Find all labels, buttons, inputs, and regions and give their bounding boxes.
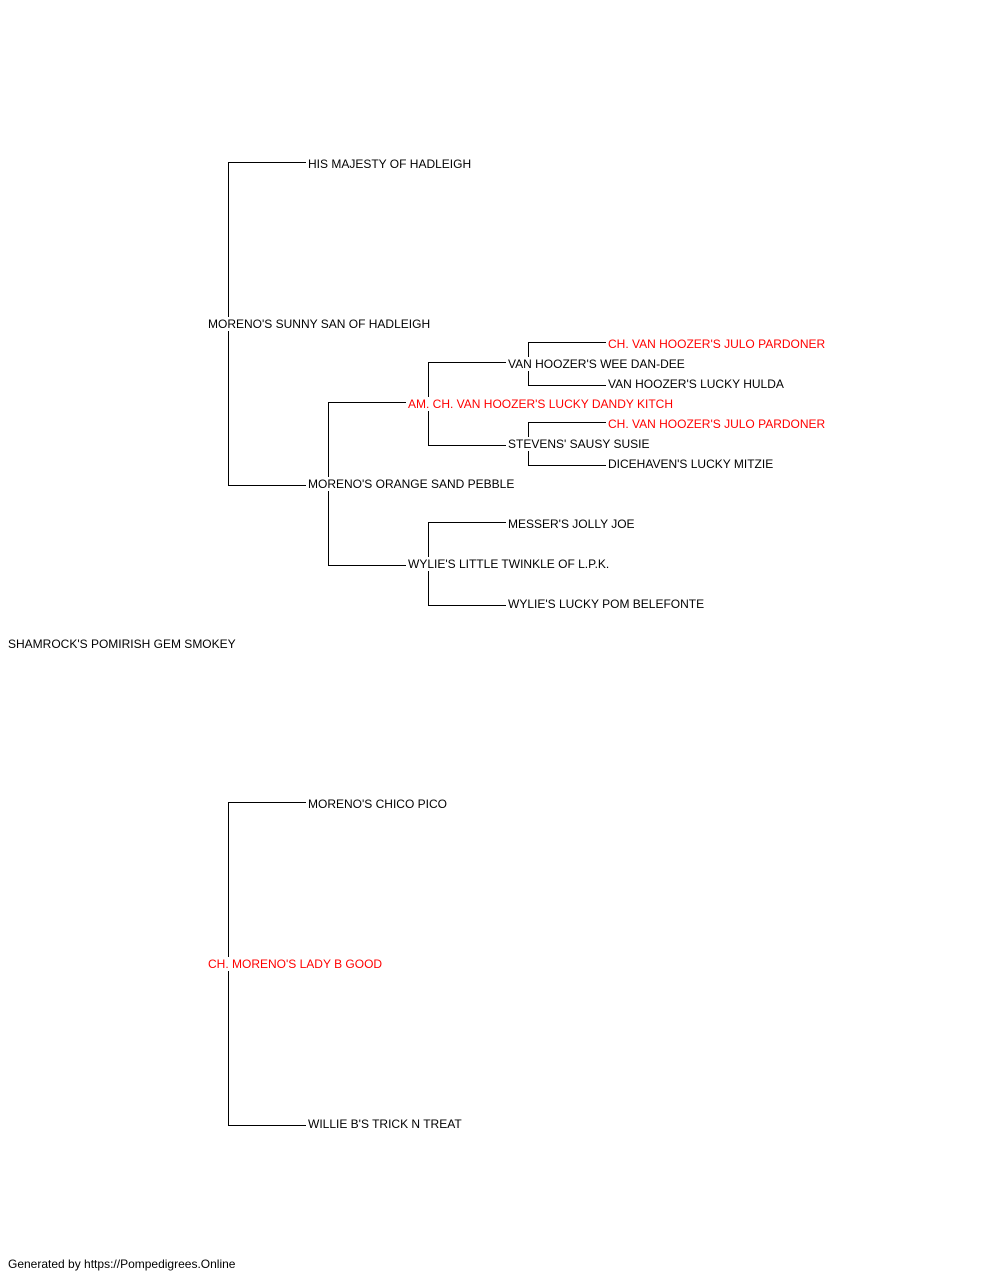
pedigree-entry-sire-dam-sire-sire-dam: VAN HOOZER'S LUCKY HULDA <box>608 377 784 391</box>
pedigree-entry-sire-dam: MORENO'S ORANGE SAND PEBBLE <box>308 477 515 491</box>
pedigree-entry-dam: CH. MORENO'S LADY B GOOD <box>208 957 383 971</box>
connector-line <box>328 402 406 403</box>
pedigree-entry-sire-dam-sire-dam: STEVENS' SAUSY SUSIE <box>508 437 650 451</box>
connector-line <box>528 385 606 386</box>
connector-line <box>428 522 506 523</box>
pedigree-entry-sire-sire: HIS MAJESTY OF HADLEIGH <box>308 157 472 171</box>
footer-credit: Generated by https://Pompedigrees.Online <box>8 1257 236 1271</box>
pedigree-entry-sire-dam-dam-dam: WYLIE'S LUCKY POM BELEFONTE <box>508 597 705 611</box>
pedigree-entry-sire: MORENO'S SUNNY SAN OF HADLEIGH <box>208 317 431 331</box>
pedigree-entry-sire-dam-sire: AM. CH. VAN HOOZER'S LUCKY DANDY KITCH <box>408 397 674 411</box>
connector-line <box>228 1125 306 1126</box>
pedigree-entry-sire-dam-sire-sire: VAN HOOZER'S WEE DAN-DEE <box>508 357 685 371</box>
pedigree-entry-sire-dam-sire-dam-sire: CH. VAN HOOZER'S JULO PARDONER <box>608 417 826 431</box>
connector-line <box>528 422 606 423</box>
connector-line <box>328 565 406 566</box>
pedigree-entry-dam-sire: MORENO'S CHICO PICO <box>308 797 447 811</box>
connector-line <box>428 605 506 606</box>
pedigree-entry-sire-dam-sire-sire-sire: CH. VAN HOOZER'S JULO PARDONER <box>608 337 826 351</box>
connector-line <box>528 465 606 466</box>
pedigree-entry-dam-dam: WILLIE B'S TRICK N TREAT <box>308 1117 462 1131</box>
pedigree-entry-sire-dam-dam: WYLIE'S LITTLE TWINKLE OF L.P.K. <box>408 557 610 571</box>
connector-line <box>228 802 306 803</box>
connector-line <box>228 162 306 163</box>
pedigree-entry-subject: SHAMROCK'S POMIRISH GEM SMOKEY <box>8 637 236 651</box>
pedigree-entry-sire-dam-sire-dam-dam: DICEHAVEN'S LUCKY MITZIE <box>608 457 774 471</box>
connector-line <box>428 362 506 363</box>
connector-line <box>528 342 606 343</box>
connector-line <box>228 485 306 486</box>
connector-line <box>428 445 506 446</box>
pedigree-entry-sire-dam-dam-sire: MESSER'S JOLLY JOE <box>508 517 635 531</box>
